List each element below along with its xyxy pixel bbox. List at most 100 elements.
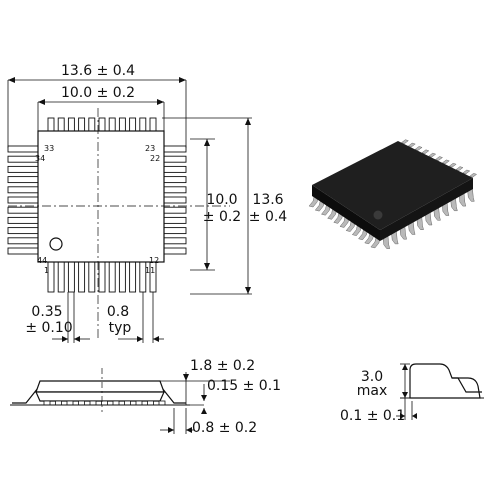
- lead-right-7: [163, 206, 187, 214]
- chip-3d-lead-back-6: [434, 156, 444, 161]
- dim-body-height-tolerance: ± 0.2: [203, 209, 241, 225]
- lead-right-11: [163, 247, 187, 255]
- dim-overall-height-tolerance: ± 0.4: [249, 209, 288, 225]
- lead-right-1: [163, 145, 187, 153]
- dim-max-height-note: max: [357, 383, 388, 399]
- chip-3d-lead-back-4: [421, 149, 430, 155]
- dim-body-width: [37, 99, 165, 131]
- dim-side-height: [160, 372, 230, 406]
- dim-pitch-value: 0.8: [107, 304, 129, 320]
- lead-right-6: [163, 196, 187, 204]
- side-lead-1: [43, 400, 51, 406]
- chip-3d-lead-back-7: [441, 159, 450, 165]
- lead-bottom-5: [88, 261, 96, 293]
- lead-right-2: [163, 155, 187, 163]
- chip-3d-lead-back-9: [455, 166, 464, 171]
- side-lead-8: [124, 400, 131, 406]
- detail-view-body-outline: [409, 363, 481, 399]
- side-lead-6: [101, 400, 108, 406]
- lead-top-7: [108, 117, 116, 132]
- dim-lead-thickness-label: 0.15 ± 0.1: [207, 378, 281, 394]
- lead-top-6: [98, 117, 106, 132]
- dim-side-height-label: 1.8 ± 0.2: [190, 358, 255, 374]
- chip-3d-lead-back-10: [462, 169, 471, 175]
- lead-right-9: [163, 227, 187, 235]
- dim-overall-height: [162, 117, 252, 295]
- lead-top-8: [118, 117, 126, 132]
- lead-bottom-4: [78, 261, 86, 293]
- dim-lead-width-value: 0.35: [31, 304, 62, 320]
- side-lead-3: [66, 400, 74, 406]
- side-view-body-lower: [35, 391, 165, 402]
- dim-body-height-value: 10.0: [206, 192, 237, 208]
- chip-3d-lead-back-11: [469, 173, 478, 178]
- pin-label-33: 33: [44, 144, 54, 153]
- dim-pitch-note: typ: [109, 320, 132, 336]
- lead-left-3: [7, 165, 39, 173]
- chip-3d-illustration: [308, 139, 478, 249]
- lead-bottom-8: [118, 261, 126, 293]
- lead-bottom-7: [108, 261, 116, 293]
- lead-right-10: [163, 237, 187, 245]
- lead-left-6: [7, 196, 39, 204]
- lead-top-4: [78, 117, 86, 132]
- dim-max-height-value: 3.0: [361, 369, 383, 385]
- lead-left-11: [7, 247, 39, 255]
- lead-top-11: [149, 117, 157, 132]
- side-lead-7: [112, 400, 120, 406]
- pin-label-1: 1: [44, 266, 49, 275]
- lead-left-7: [7, 206, 39, 214]
- pin-label-12: 12: [149, 256, 159, 265]
- side-lead-11: [158, 400, 166, 406]
- chip-3d-body-top: [312, 141, 473, 230]
- dim-max-height: [400, 363, 410, 398]
- dim-foot-length-label: 0.8 ± 0.2: [192, 420, 257, 436]
- side-lead-2: [55, 400, 62, 406]
- lead-left-10: [7, 237, 39, 245]
- chip-3d-body-front: [380, 178, 473, 241]
- pin-label-34: 34: [35, 154, 45, 163]
- dim-standoff: [396, 398, 417, 420]
- pin-label-22: 22: [150, 154, 160, 163]
- lead-left-4: [7, 176, 39, 184]
- lead-left-8: [7, 216, 39, 224]
- pin-label-23: 23: [145, 144, 155, 153]
- lead-bottom-3: [67, 261, 75, 293]
- lead-left-1: [7, 145, 39, 153]
- dim-lead-width: [52, 292, 90, 343]
- chip-3d-lead-back-8: [448, 162, 457, 168]
- dim-foot-length: [160, 408, 194, 434]
- dim-overall-height-value: 13.6: [252, 192, 283, 208]
- lead-right-5: [163, 186, 187, 194]
- lead-right-4: [163, 176, 187, 184]
- detail-view-lead: [452, 377, 482, 393]
- lead-right-3: [163, 165, 187, 173]
- lead-top-9: [129, 117, 137, 132]
- lead-top-2: [57, 117, 65, 132]
- lead-bottom-9: [129, 261, 137, 293]
- dim-body-height: [190, 138, 215, 271]
- lead-top-5: [88, 117, 96, 132]
- pin1-marker: [49, 237, 63, 251]
- side-lead-5: [89, 400, 97, 406]
- chip-3d-lead-back-1: [400, 139, 409, 144]
- side-view-lead-row: [43, 400, 166, 406]
- lead-left-2: [7, 155, 39, 163]
- lead-left-9: [7, 227, 39, 235]
- side-lead-10: [147, 400, 154, 406]
- detail-view: 3.0 max 0.1 ± 0.1: [340, 363, 484, 424]
- lead-bottom-6: [98, 261, 106, 293]
- lead-bottom-2: [57, 261, 65, 293]
- side-view-body: [35, 380, 165, 393]
- dim-overall-width-label: 13.6 ± 0.4: [61, 63, 135, 79]
- top-view: 33 34 23 22 44 1 12 11 13.6 ± 0.4 10.0 ±…: [7, 63, 288, 343]
- lead-top-1: [47, 117, 55, 132]
- dim-pitch: [118, 292, 164, 343]
- chip-3d-lead-back-2: [407, 142, 416, 148]
- side-lead-9: [135, 400, 143, 406]
- dim-overall-width: [7, 77, 187, 148]
- lead-top-3: [67, 117, 75, 132]
- dim-lead-thickness: [201, 384, 207, 414]
- lead-left-5: [7, 186, 39, 194]
